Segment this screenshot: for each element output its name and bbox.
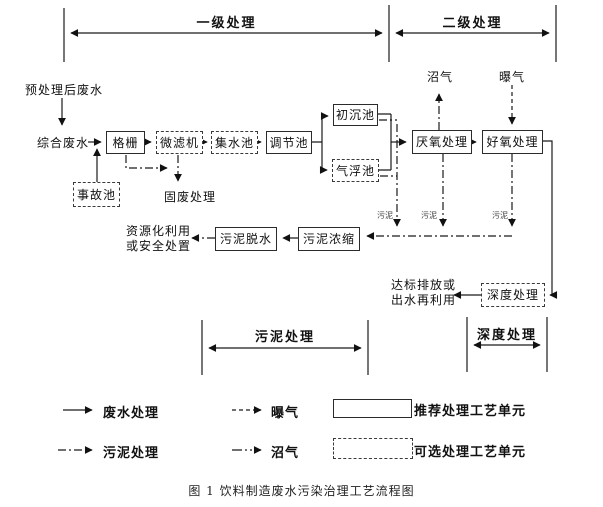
label-effluent-reuse: 出水再利用 xyxy=(391,293,457,307)
legend-recommended-unit-box xyxy=(333,399,412,418)
label-combined-wastewater: 综合废水 xyxy=(37,136,90,150)
figure-caption: 图 1 饮料制造废水污染治理工艺流程图 xyxy=(188,484,415,498)
legend-aeration-flow-label: 曝气 xyxy=(271,406,300,421)
label-sludge-tag-3: 污泥 xyxy=(492,211,508,220)
node-grid: 格栅 xyxy=(106,131,145,154)
node-anaerobic-treatment: 厌氧处理 xyxy=(412,130,472,154)
legend-sludge-flow-label: 污泥处理 xyxy=(103,446,160,461)
node-advanced-treatment: 深度处理 xyxy=(481,283,545,307)
node-collecting-tank: 集水池 xyxy=(211,131,258,154)
node-microfilter: 微滤机 xyxy=(156,131,203,154)
label-sludge-tag-2: 污泥 xyxy=(421,211,437,220)
node-regulating-tank: 调节池 xyxy=(266,131,312,154)
label-safe-disposal: 或安全处置 xyxy=(126,239,192,253)
span-advanced-treatment: 深度处理 xyxy=(476,328,537,343)
label-solid-waste-treatment: 固废处理 xyxy=(164,190,217,204)
label-resource-utilization: 资源化利用 xyxy=(126,224,192,238)
node-accident-tank: 事故池 xyxy=(73,182,120,207)
label-sludge-tag-1: 污泥 xyxy=(377,211,393,220)
legend-biogas-flow-label: 沼气 xyxy=(271,446,300,461)
node-aerobic-treatment: 好氧处理 xyxy=(482,130,543,154)
node-primary-sedimentation: 初沉池 xyxy=(333,104,378,126)
node-sludge-thickening: 污泥浓缩 xyxy=(298,227,360,251)
label-standard-discharge: 达标排放或 xyxy=(391,278,457,292)
label-pretreated-wastewater: 预处理后废水 xyxy=(25,83,104,97)
span-primary-treatment: 一级处理 xyxy=(196,16,257,31)
legend-recommended-unit-label: 推荐处理工艺单元 xyxy=(414,404,527,419)
span-secondary-treatment: 二级处理 xyxy=(442,16,503,31)
node-sludge-dewatering: 污泥脱水 xyxy=(215,227,277,251)
label-biogas: 沼气 xyxy=(427,70,454,84)
legend-optional-unit-label: 可选处理工艺单元 xyxy=(414,445,527,460)
span-sludge-treatment: 污泥处理 xyxy=(254,330,315,345)
legend-wastewater-flow-label: 废水处理 xyxy=(103,406,160,421)
label-aeration: 曝气 xyxy=(499,70,526,84)
node-air-flotation: 气浮池 xyxy=(332,159,379,182)
legend-optional-unit-box xyxy=(333,438,413,459)
